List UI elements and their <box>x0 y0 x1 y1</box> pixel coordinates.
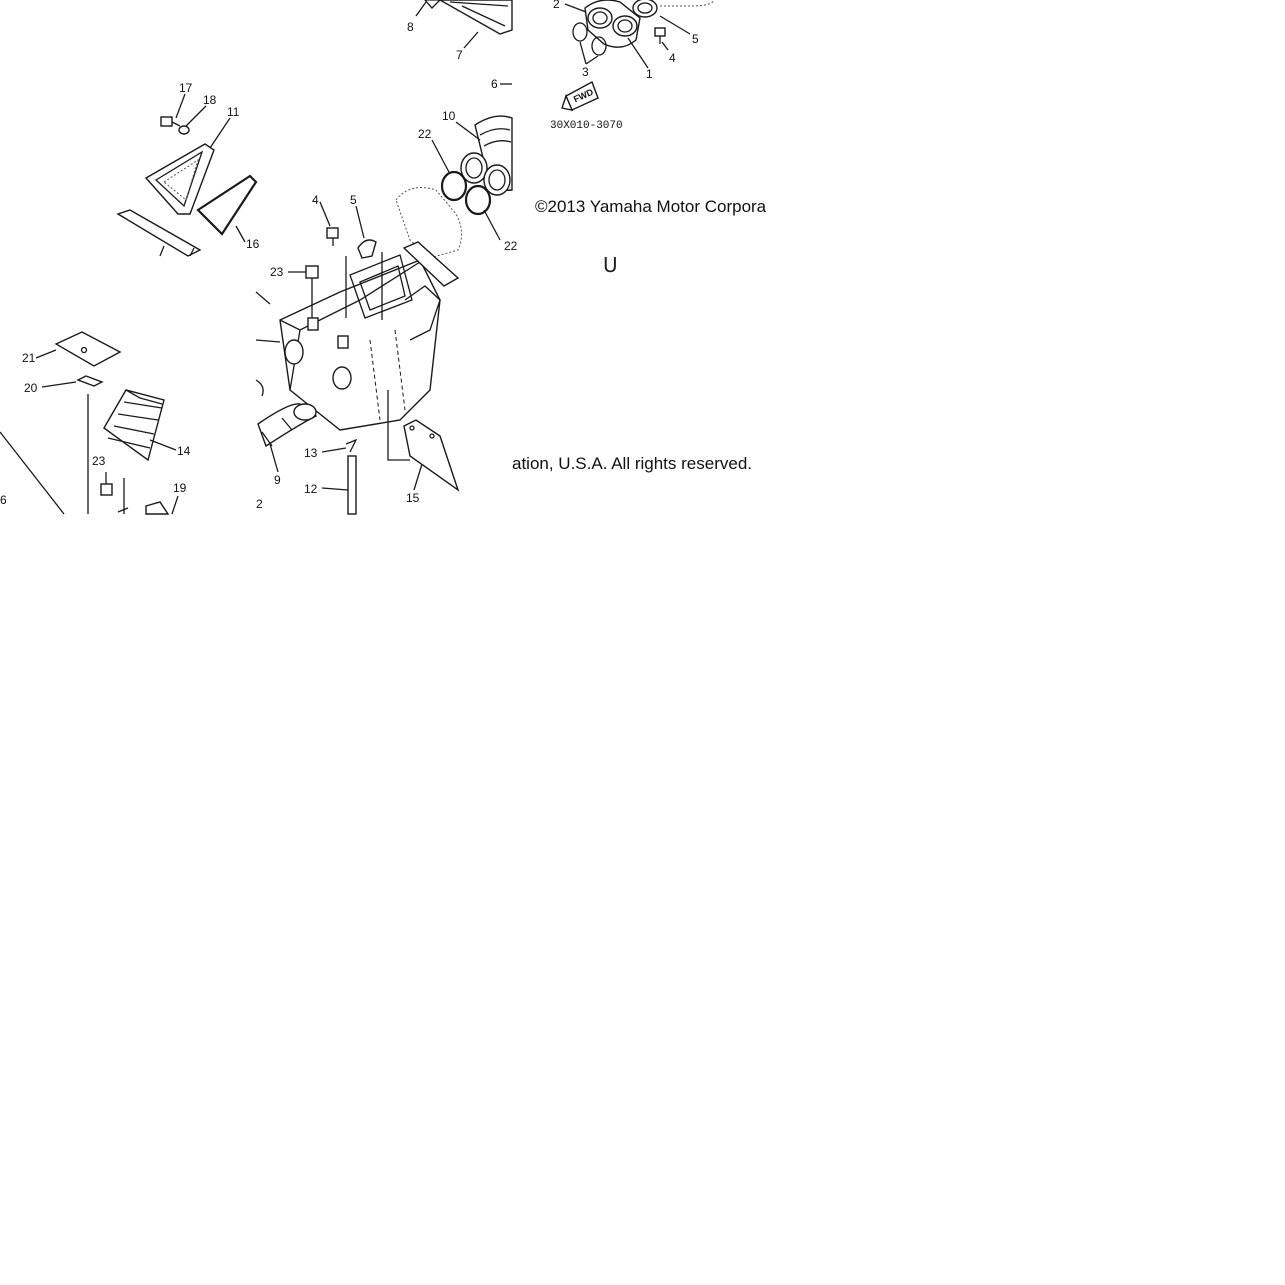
duct-joint-14 <box>103 389 165 462</box>
callout-16: 16 <box>246 237 260 251</box>
seal-plate-21 <box>54 331 122 367</box>
callout-20: 20 <box>24 381 38 395</box>
callout-17: 17 <box>179 81 193 95</box>
callout-2: 2 <box>553 0 560 11</box>
drain-cover-strip <box>402 241 460 287</box>
intake-duct-9 <box>257 403 318 448</box>
callout-4: 4 <box>669 51 676 65</box>
carb-joint-assembly <box>584 0 715 48</box>
bolt-4-mid <box>326 227 339 246</box>
clip-13 <box>345 438 358 453</box>
copyright-bottom-fragment: ation, U.S.A. All rights reserved. <box>512 454 752 473</box>
callout-9: 9 <box>274 473 281 487</box>
callout-5: 5 <box>692 32 699 46</box>
callout-4-mid: 4 <box>312 193 319 207</box>
screw-17 <box>160 116 181 127</box>
bolt-23-lower <box>100 472 113 496</box>
washer-18 <box>178 125 190 135</box>
drain-tube-12 <box>347 455 357 515</box>
panel-part-8 <box>424 0 441 9</box>
panel-part-7 <box>438 0 513 35</box>
callout-18: 18 <box>203 93 217 107</box>
callout-19: 19 <box>173 481 187 495</box>
plate-19 <box>145 501 170 515</box>
callout-12: 12 <box>304 482 318 496</box>
callout-3: 3 <box>582 65 589 79</box>
filter-element-lower <box>116 209 202 257</box>
engine-outline <box>395 187 462 259</box>
bolt-4-top <box>654 27 666 44</box>
callout-1: 1 <box>646 67 653 81</box>
air-filter-case <box>279 254 441 431</box>
stray-glyph: U <box>603 253 618 277</box>
diagram-code: 30X010-3070 <box>550 120 623 132</box>
callout-14: 14 <box>177 444 191 458</box>
callout-6-left: 6 <box>0 493 7 507</box>
callout-13: 13 <box>304 446 318 460</box>
callout-6: 6 <box>491 77 498 91</box>
intake-boot-10 <box>460 115 513 196</box>
fwd-arrow-icon <box>561 81 599 111</box>
callout-11: 11 <box>227 105 240 119</box>
filter-case-cover-11 <box>144 143 215 215</box>
callout-23-lower: 23 <box>92 454 106 468</box>
callout-2-lower: 2 <box>256 497 263 511</box>
filter-gasket-16 <box>196 174 258 236</box>
pad-20 <box>76 375 104 387</box>
clip-5-mid <box>357 239 377 259</box>
hose-clamp-22 <box>440 170 492 216</box>
callout-22-right: 22 <box>504 239 518 253</box>
callout-7: 7 <box>456 48 463 62</box>
o-ring-pair <box>572 22 607 56</box>
callout-23-mid: 23 <box>270 265 284 279</box>
cover-plate-15 <box>387 390 460 492</box>
callout-15: 15 <box>406 491 420 505</box>
callout-8: 8 <box>407 20 414 34</box>
callout-10: 10 <box>442 109 456 123</box>
copyright-top-fragment: ©2013 Yamaha Motor Corpora <box>535 197 767 216</box>
callout-21: 21 <box>22 351 36 365</box>
callout-5-mid: 5 <box>350 193 357 207</box>
callout-22: 22 <box>418 127 432 141</box>
